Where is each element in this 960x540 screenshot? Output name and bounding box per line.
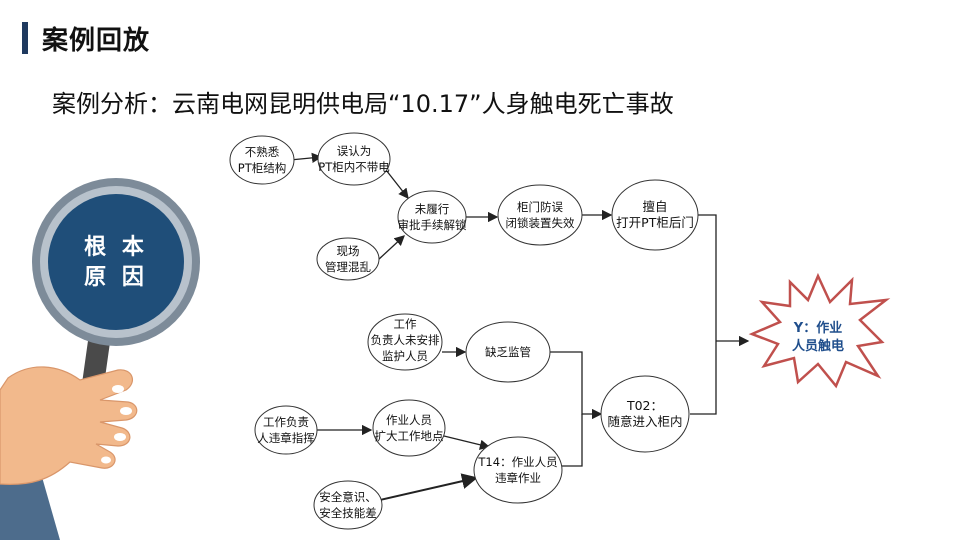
svg-text:擅自: 擅自 (642, 199, 667, 214)
sleeve-shape (0, 468, 60, 540)
svg-text:随意进入柜内: 随意进入柜内 (607, 414, 682, 429)
svg-text:负责人未安排: 负责人未安排 (371, 333, 440, 347)
svg-text:PT柜内不带电: PT柜内不带电 (318, 160, 390, 174)
svg-text:PT柜结构: PT柜结构 (238, 161, 286, 175)
node-expand-area: 作业人员 扩大工作地点 (372, 399, 446, 457)
svg-text:未履行: 未履行 (415, 202, 450, 216)
magnifier-label-line2: 原 因 (84, 265, 148, 290)
svg-text:缺乏监管: 缺乏监管 (485, 345, 531, 359)
node-lack-supervision: 缺乏监管 (465, 321, 551, 383)
node-mistaken: 误认为 PT柜内不带电 (317, 132, 391, 186)
svg-text:误认为: 误认为 (337, 144, 372, 158)
node-no-supervisor: 工作 负责人未安排 监护人员 (367, 313, 443, 371)
svg-text:安全意识、: 安全意识、 (319, 490, 377, 504)
svg-text:工作负责: 工作负责 (263, 415, 309, 429)
node-unfamiliar: 不熟悉 PT柜结构 (229, 135, 295, 185)
svg-text:安全技能差: 安全技能差 (319, 506, 377, 520)
magnifier-label-line1: 根 本 (84, 235, 148, 260)
svg-text:作业人员: 作业人员 (386, 413, 432, 427)
svg-text:审批手续解锁: 审批手续解锁 (398, 218, 467, 232)
node-safety-awareness: 安全意识、 安全技能差 (313, 480, 383, 530)
page-title: 案例回放 (42, 26, 151, 56)
svg-text:违章作业: 违章作业 (495, 471, 541, 485)
svg-text:工作: 工作 (394, 317, 417, 331)
node-leader-violation: 工作负责 人违章指挥 (254, 405, 318, 455)
result-label-line2: 人员触电 (792, 338, 844, 354)
node-t02: T02： 随意进入柜内 (600, 375, 690, 453)
node-t14: T14：作业人员 违章作业 (473, 436, 563, 504)
svg-text:T14：作业人员: T14：作业人员 (477, 455, 557, 469)
result-burst: Y：作业 人员触电 (748, 272, 891, 389)
svg-text:打开PT柜后门: 打开PT柜后门 (616, 215, 694, 230)
result-label-line1: Y：作业 (793, 320, 842, 336)
node-site-chaos: 现场 管理混乱 (316, 237, 380, 281)
magnifier-illustration: 根 本 原 因 (0, 178, 200, 540)
svg-text:现场: 现场 (337, 244, 360, 258)
svg-text:人违章指挥: 人违章指挥 (257, 431, 315, 445)
svg-text:柜门防误: 柜门防误 (517, 200, 563, 214)
page-subtitle: 案例分析：云南电网昆明供电局“10.17”人身触电死亡事故 (52, 90, 674, 118)
diagram-connectors (289, 152, 750, 501)
node-no-approval: 未履行 审批手续解锁 (397, 190, 467, 244)
title-accent-bar (22, 22, 28, 54)
svg-text:不熟悉: 不熟悉 (245, 145, 280, 159)
svg-text:闭锁装置失效: 闭锁装置失效 (506, 216, 575, 230)
svg-text:监护人员: 监护人员 (382, 349, 428, 363)
node-open-door: 擅自 打开PT柜后门 (611, 179, 699, 251)
svg-text:管理混乱: 管理混乱 (325, 260, 371, 274)
magnifier-lens (48, 194, 184, 330)
hand-shape (0, 366, 138, 485)
node-interlock-fail: 柜门防误 闭锁装置失效 (497, 184, 583, 246)
svg-text:T02：: T02： (626, 398, 663, 413)
svg-text:扩大工作地点: 扩大工作地点 (375, 429, 444, 443)
